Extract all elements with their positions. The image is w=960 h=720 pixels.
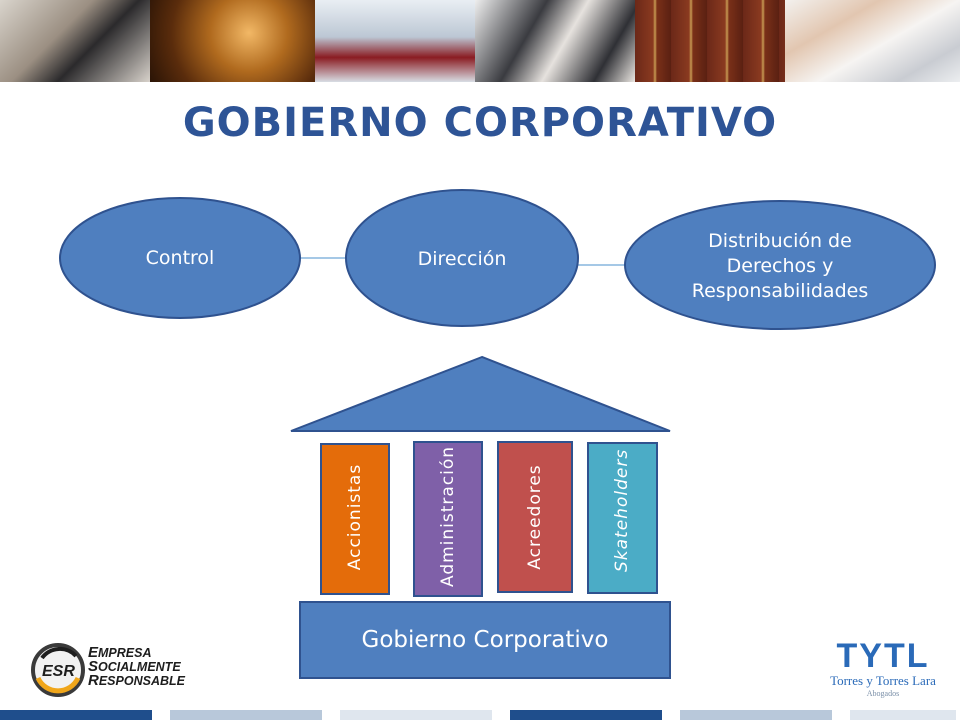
- pillar-acreedores: [497, 441, 573, 593]
- tytl-firm-name: Torres y Torres Lara: [830, 673, 936, 688]
- pillar-label-administracion: Administración: [438, 445, 458, 587]
- tytl-subtitle: Abogados: [866, 689, 900, 698]
- law-books-photo: [635, 0, 785, 82]
- control-oval: [59, 197, 301, 319]
- distribucion-label: Distribución de Derechos y Responsabilid…: [640, 229, 920, 304]
- direccion-oval: [345, 189, 579, 327]
- footer-strip: [0, 710, 960, 720]
- base-label: Gobierno Corporativo: [361, 627, 609, 653]
- tytl-logo: TYTL Torres y Torres Lara Abogados: [828, 638, 938, 710]
- conference-room-photo: [315, 0, 475, 82]
- page-title: GOBIERNO CORPORATIVO: [182, 100, 778, 146]
- meeting-photo: [475, 0, 635, 82]
- esr-logo: ESR: [31, 643, 85, 697]
- direccion-label: Dirección: [417, 248, 507, 270]
- esr-wordmark: EMPRESA SOCIALMENTE RESPONSABLE: [88, 644, 185, 689]
- tytl-wordmark: TYTL: [836, 637, 930, 675]
- pillar-label-skateholders: Skateholders: [612, 448, 632, 572]
- pillar-skateholders: [587, 442, 658, 594]
- pillar-label-accionistas: Accionistas: [345, 463, 365, 571]
- base-block: [299, 601, 671, 679]
- distribucion-line-1: Distribución de: [708, 230, 852, 252]
- gavel-photo: [150, 0, 315, 82]
- pillar-label-acreedores: Acreedores: [525, 464, 545, 570]
- calculator-photo: [785, 0, 960, 82]
- roof-triangle: [290, 355, 671, 432]
- photo-banner: [0, 0, 960, 82]
- control-label: Control: [145, 247, 215, 269]
- distribucion-oval: [624, 200, 936, 330]
- pillar-administracion: [413, 441, 483, 597]
- esr-badge-text: ESR: [42, 663, 75, 680]
- handshake-photo: [0, 0, 150, 82]
- distribucion-line-2: Derechos y: [726, 255, 834, 277]
- distribucion-line-3: Responsabilidades: [691, 280, 869, 302]
- pillar-accionistas: [320, 443, 390, 595]
